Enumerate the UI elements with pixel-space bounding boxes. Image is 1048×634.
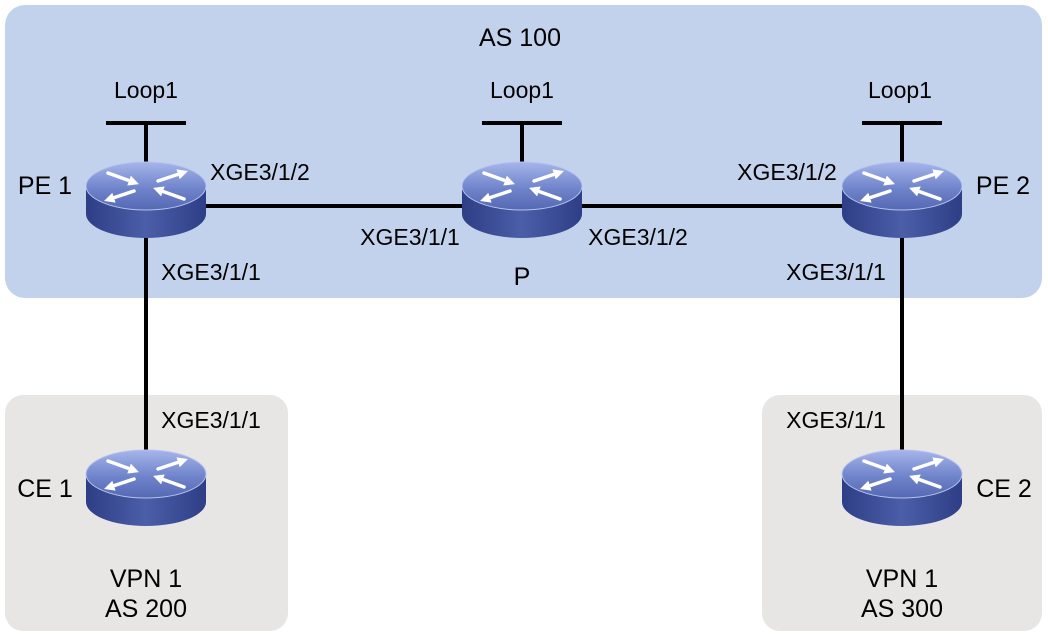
links	[106, 121, 942, 462]
p-to-pe2-interface-label: XGE3/1/2	[588, 224, 688, 250]
pe1-to-p-interface-label: XGE3/1/2	[210, 159, 310, 185]
ce2-router-icon	[842, 450, 962, 526]
pe2-loopback-label: Loop1	[868, 77, 932, 103]
ce1-site-vpn-label: VPN 1	[110, 565, 182, 593]
ce1-label: CE 1	[17, 475, 73, 503]
ce2-site-as-label: AS 300	[861, 595, 943, 623]
as100-label: AS 100	[479, 24, 561, 52]
pe2-to-ce2-interface-label: XGE3/1/1	[786, 259, 886, 285]
pe1-label: PE 1	[18, 172, 72, 200]
ce2-site-vpn-label: VPN 1	[866, 565, 938, 593]
p-loopback-label: Loop1	[490, 77, 554, 103]
p-to-pe1-interface-label: XGE3/1/1	[360, 224, 460, 250]
pe2-router-icon	[842, 162, 962, 238]
pe1-loopback-label: Loop1	[114, 77, 178, 103]
pe1-to-ce1-interface-label: XGE3/1/1	[161, 259, 261, 285]
ce2-to-pe2-interface-label: XGE3/1/1	[786, 407, 886, 433]
p-label: P	[514, 263, 531, 291]
ce1-router-icon	[86, 450, 206, 526]
ce2-label: CE 2	[976, 475, 1032, 503]
pe2-to-p-interface-label: XGE3/1/2	[737, 159, 837, 185]
ce1-site-as-label: AS 200	[105, 595, 187, 623]
pe1-router-icon	[86, 162, 206, 238]
pe2-label: PE 2	[976, 172, 1030, 200]
ce1-to-pe1-interface-label: XGE3/1/1	[161, 407, 261, 433]
p-router-icon	[462, 162, 582, 238]
